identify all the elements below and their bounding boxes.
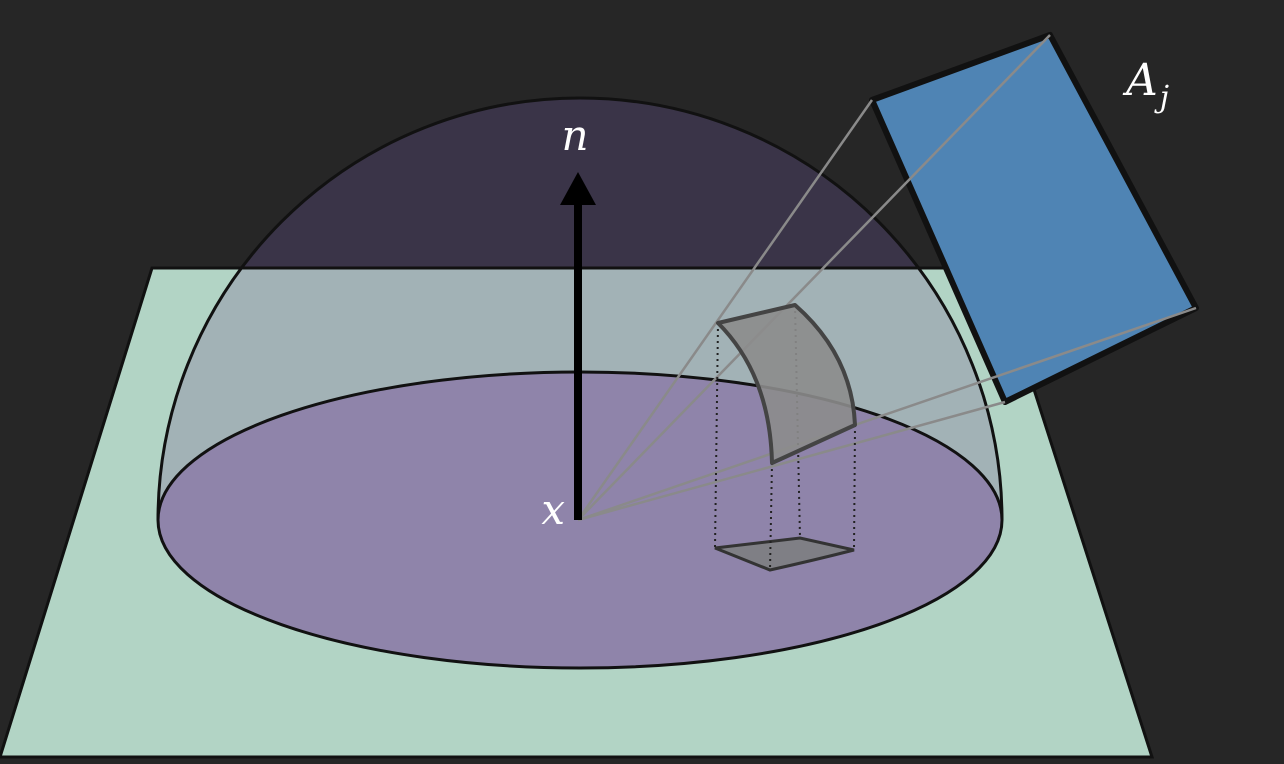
rays xyxy=(576,34,1197,522)
area-light xyxy=(872,35,1196,402)
hemisphere-outline xyxy=(156,96,1004,521)
normal-label: n xyxy=(561,111,588,160)
hemisphere-patch xyxy=(716,303,857,465)
ray xyxy=(577,400,1006,522)
projected-patch xyxy=(714,536,855,572)
ground-plane-outline xyxy=(0,266,1155,759)
ray xyxy=(577,34,1051,521)
projection-lines xyxy=(714,304,856,571)
up-arrow-icon xyxy=(560,172,596,205)
projection-line xyxy=(714,322,719,549)
ray xyxy=(577,306,1197,522)
area-label-letter: A xyxy=(1122,55,1158,106)
area-label: Aj xyxy=(1122,55,1169,115)
ray xyxy=(576,99,874,521)
point-label: x xyxy=(541,485,565,534)
